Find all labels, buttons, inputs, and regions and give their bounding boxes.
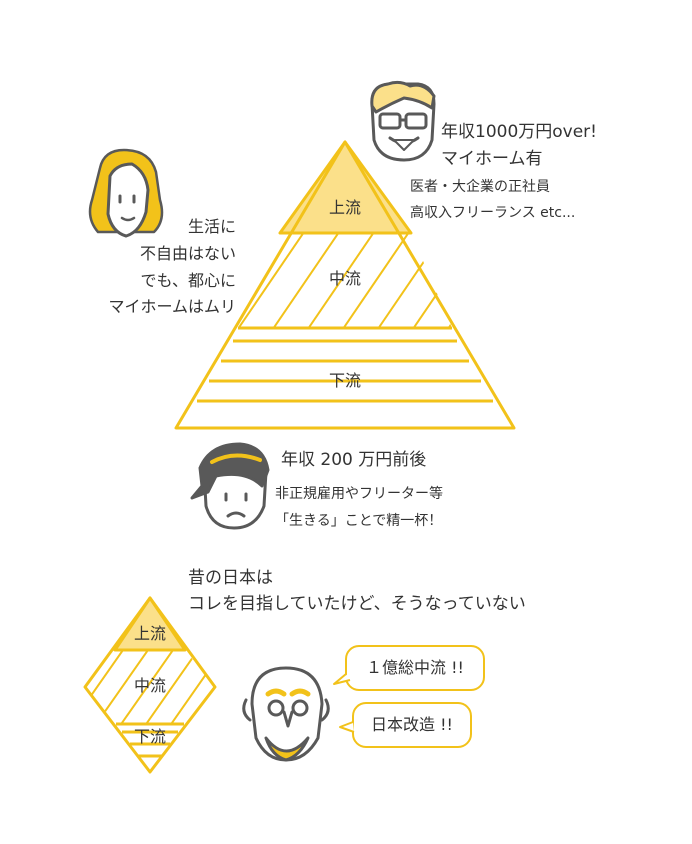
middle-text-line1: 生活に [187,217,236,236]
middle-text-line4: マイホームはムリ [108,297,236,316]
pyramid-lower-stripes [197,339,493,403]
diamond-upper-label: 上流 [134,624,167,643]
diamond-middle-label: 中流 [134,676,167,695]
speech-bubble-reform: 日本改造 !! [352,702,472,748]
speech-bubble-middle-class-text: １億総中流 !! [366,658,464,677]
upper-man-icon [370,80,436,162]
past-japan-line2: コレを目指していたけど、そうなっていない [188,594,526,614]
middle-woman-icon [88,148,164,238]
diamond-outline [83,596,217,774]
old-man-icon [242,666,330,762]
pyramid [174,140,516,430]
lower-struggle-text: 「生きる」ことで精一杯！ [275,513,443,529]
diamond [83,596,217,774]
pyramid-lower-label: 下流 [329,371,362,390]
pyramid-outline [174,140,516,430]
lower-income-text: 年収 200 万円前後 [281,450,427,470]
upper-home-text: マイホーム有 [441,149,543,169]
upper-job-text: 医者・大企業の正社員 [410,179,550,195]
lower-man-icon [190,442,270,530]
diamond-lower-label: 下流 [134,727,167,746]
lower-job-text: 非正規雇用やフリーター等 [275,486,443,502]
speech-bubble-reform-text: 日本改造 !! [371,715,453,734]
upper-income-text: 年収1000万円over! [441,122,597,142]
pyramid-middle-label: 中流 [329,269,362,288]
middle-text-line3: でも、都心に [140,271,236,290]
speech-bubble-middle-class: １億総中流 !! [345,645,485,691]
upper-freelance-text: 高収入フリーランス etc... [410,205,576,221]
past-japan-line1: 昔の日本は [188,568,273,588]
pyramid-upper-label: 上流 [329,198,362,217]
middle-text-line2: 不自由はない [139,244,236,263]
